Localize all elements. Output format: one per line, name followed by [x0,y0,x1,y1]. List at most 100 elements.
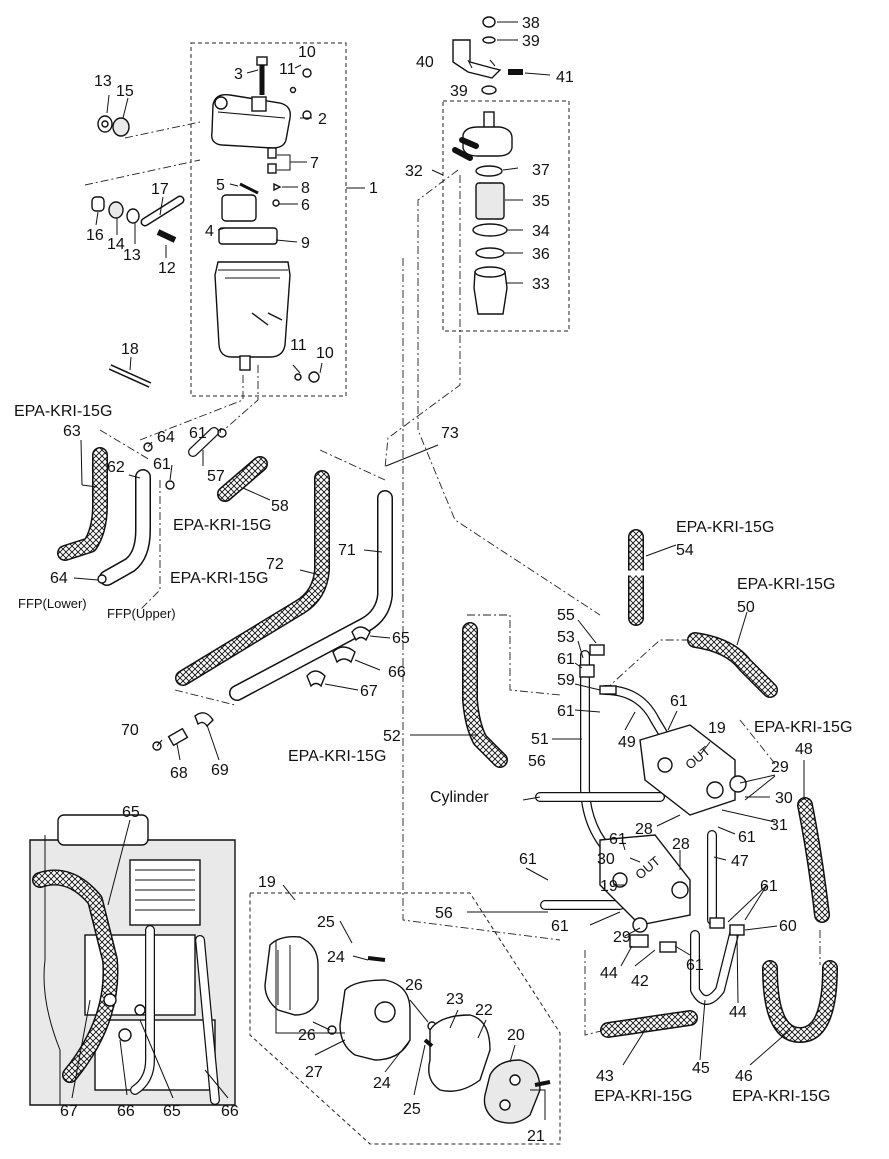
callout-13b: 13 [123,247,141,264]
callout-29b: 29 [613,929,631,946]
callout-63: 63 [63,423,81,440]
callout-68: 68 [170,765,188,782]
callout-13: 13 [94,73,112,90]
callout-59: 59 [557,672,575,689]
ffp-upper-label: FFP(Upper) [107,606,176,621]
hose-72 [175,470,330,686]
epa-note-46: EPA-KRI-15G [732,1088,830,1105]
callout-42: 42 [631,973,649,990]
callout-50: 50 [737,599,755,616]
callout-18: 18 [121,341,139,358]
callout-21: 21 [527,1128,545,1145]
callout-9: 9 [301,235,310,252]
separator-small-parts [239,56,320,383]
callout-45: 45 [692,1060,710,1077]
callout-61e: 61 [670,693,688,710]
callout-14: 14 [107,236,125,253]
callout-44b: 44 [729,1004,747,1021]
callout-66b: 66 [117,1103,135,1120]
callout-25: 25 [317,914,335,931]
callout-8: 8 [301,180,310,197]
hose-46 [762,960,838,1043]
epa-note-63: EPA-KRI-15G [14,403,112,420]
engine-illustration [29,814,236,1106]
callout-6: 6 [301,197,310,214]
fuel-pump-group-box [249,892,561,1145]
callout-39: 39 [522,33,540,50]
callout-66c: 66 [221,1103,239,1120]
callout-36: 36 [532,246,550,263]
callout-32: 32 [405,163,423,180]
callout-23: 23 [446,991,464,1008]
callout-15: 15 [116,83,134,100]
callout-53: 53 [557,629,575,646]
callout-24: 24 [327,949,345,966]
callout-38: 38 [522,15,540,32]
callout-5: 5 [216,177,225,194]
callout-61j: 61 [760,878,778,895]
callout-64: 64 [157,429,175,446]
callout-61g: 61 [609,831,627,848]
callout-26b: 26 [298,1027,316,1044]
callout-10: 10 [298,44,316,61]
callout-12: 12 [158,260,176,277]
callout-73: 73 [441,425,459,442]
callout-numbers: 38 39 40 41 39 32 37 35 34 36 33 10 3 11… [50,15,813,1145]
callout-56b: 56 [435,905,453,922]
callout-61f: 61 [738,829,756,846]
callout-61b: 61 [153,456,171,473]
callout-47: 47 [731,853,749,870]
epa-note-72: EPA-KRI-15G [170,570,268,587]
cylinder-label: Cylinder [430,789,489,806]
fuel-pumps-19 [599,724,747,933]
callout-67: 67 [360,683,378,700]
callout-34: 34 [532,223,550,240]
hose-58 [217,456,268,502]
pipe-45 [690,925,740,1005]
epa-note-50: EPA-KRI-15G [737,576,835,593]
callout-24b: 24 [373,1075,391,1092]
callout-61k: 61 [686,957,704,974]
callout-1: 1 [369,180,378,197]
callout-65: 65 [392,630,410,647]
epa-note-48: EPA-KRI-15G [754,719,852,736]
callout-57: 57 [207,468,225,485]
callout-61i: 61 [551,918,569,935]
callout-72: 72 [266,556,284,573]
callout-52: 52 [383,728,401,745]
callout-28: 28 [635,821,653,838]
callout-29: 29 [771,759,789,776]
callout-54: 54 [676,542,694,559]
epa-note-54: EPA-KRI-15G [676,519,774,536]
hose-43 [600,1010,698,1038]
callout-49: 49 [618,734,636,751]
callout-51: 51 [531,731,549,748]
callout-22: 22 [475,1002,493,1019]
hose-48 [797,797,830,923]
callout-30: 30 [775,790,793,807]
hose-52 [462,622,508,768]
callout-31: 31 [770,817,788,834]
hose-50 [687,632,778,698]
callout-61c: 61 [557,651,575,668]
ffp-lower-label: FFP(Lower) [18,596,87,611]
leader-lines [71,21,805,1120]
hose-57 [188,427,219,457]
callout-25b: 25 [403,1101,421,1118]
callout-69: 69 [211,762,229,779]
callout-10b: 10 [316,345,334,362]
callout-70: 70 [121,722,139,739]
joints-right [579,644,745,953]
callout-61d: 61 [557,703,575,720]
callout-66: 66 [388,664,406,681]
fuel-pump-exploded [264,935,551,1124]
callout-27: 27 [305,1064,323,1081]
epa-note-58: EPA-KRI-15G [173,517,271,534]
callout-2: 2 [318,111,327,128]
callout-65c: 65 [163,1103,181,1120]
callout-37: 37 [532,162,550,179]
clamps-left [97,428,227,584]
callout-64b: 64 [50,570,68,587]
hose-63 [57,447,108,561]
